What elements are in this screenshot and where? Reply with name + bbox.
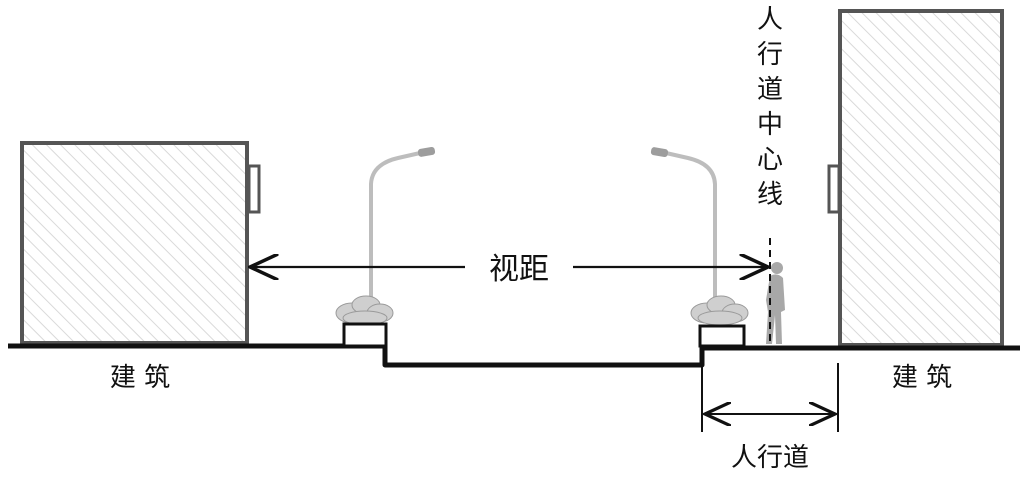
- streetlight-left: [369, 146, 436, 300]
- shrub-left: [335, 295, 394, 326]
- sight-distance-label: 视距: [489, 252, 549, 287]
- building-right-label: 建 筑: [892, 363, 952, 393]
- shrub-right: [690, 295, 749, 326]
- building-left-label: 建 筑: [110, 363, 170, 393]
- centerline-char: 行: [757, 40, 783, 70]
- sidewalk-label: 人行道: [731, 443, 809, 473]
- centerline-char: 人: [757, 5, 783, 35]
- centerline-char: 心: [757, 145, 783, 175]
- building-left-window: [247, 164, 261, 214]
- planter-right: [690, 295, 749, 348]
- centerline-char: 中: [757, 110, 783, 140]
- building-right-window: [827, 164, 841, 214]
- streetlight-right: [650, 147, 717, 300]
- pedestrian-figure: [766, 262, 785, 344]
- planter-left: [335, 295, 394, 348]
- sidewalk-centerline-label: 人 行 道 中 心 线: [757, 5, 783, 210]
- building-left: [20, 141, 261, 345]
- centerline-char: 道: [757, 75, 783, 105]
- ground-profile-line: [8, 343, 1020, 368]
- building-right: [827, 9, 1004, 347]
- centerline-char: 线: [757, 180, 783, 210]
